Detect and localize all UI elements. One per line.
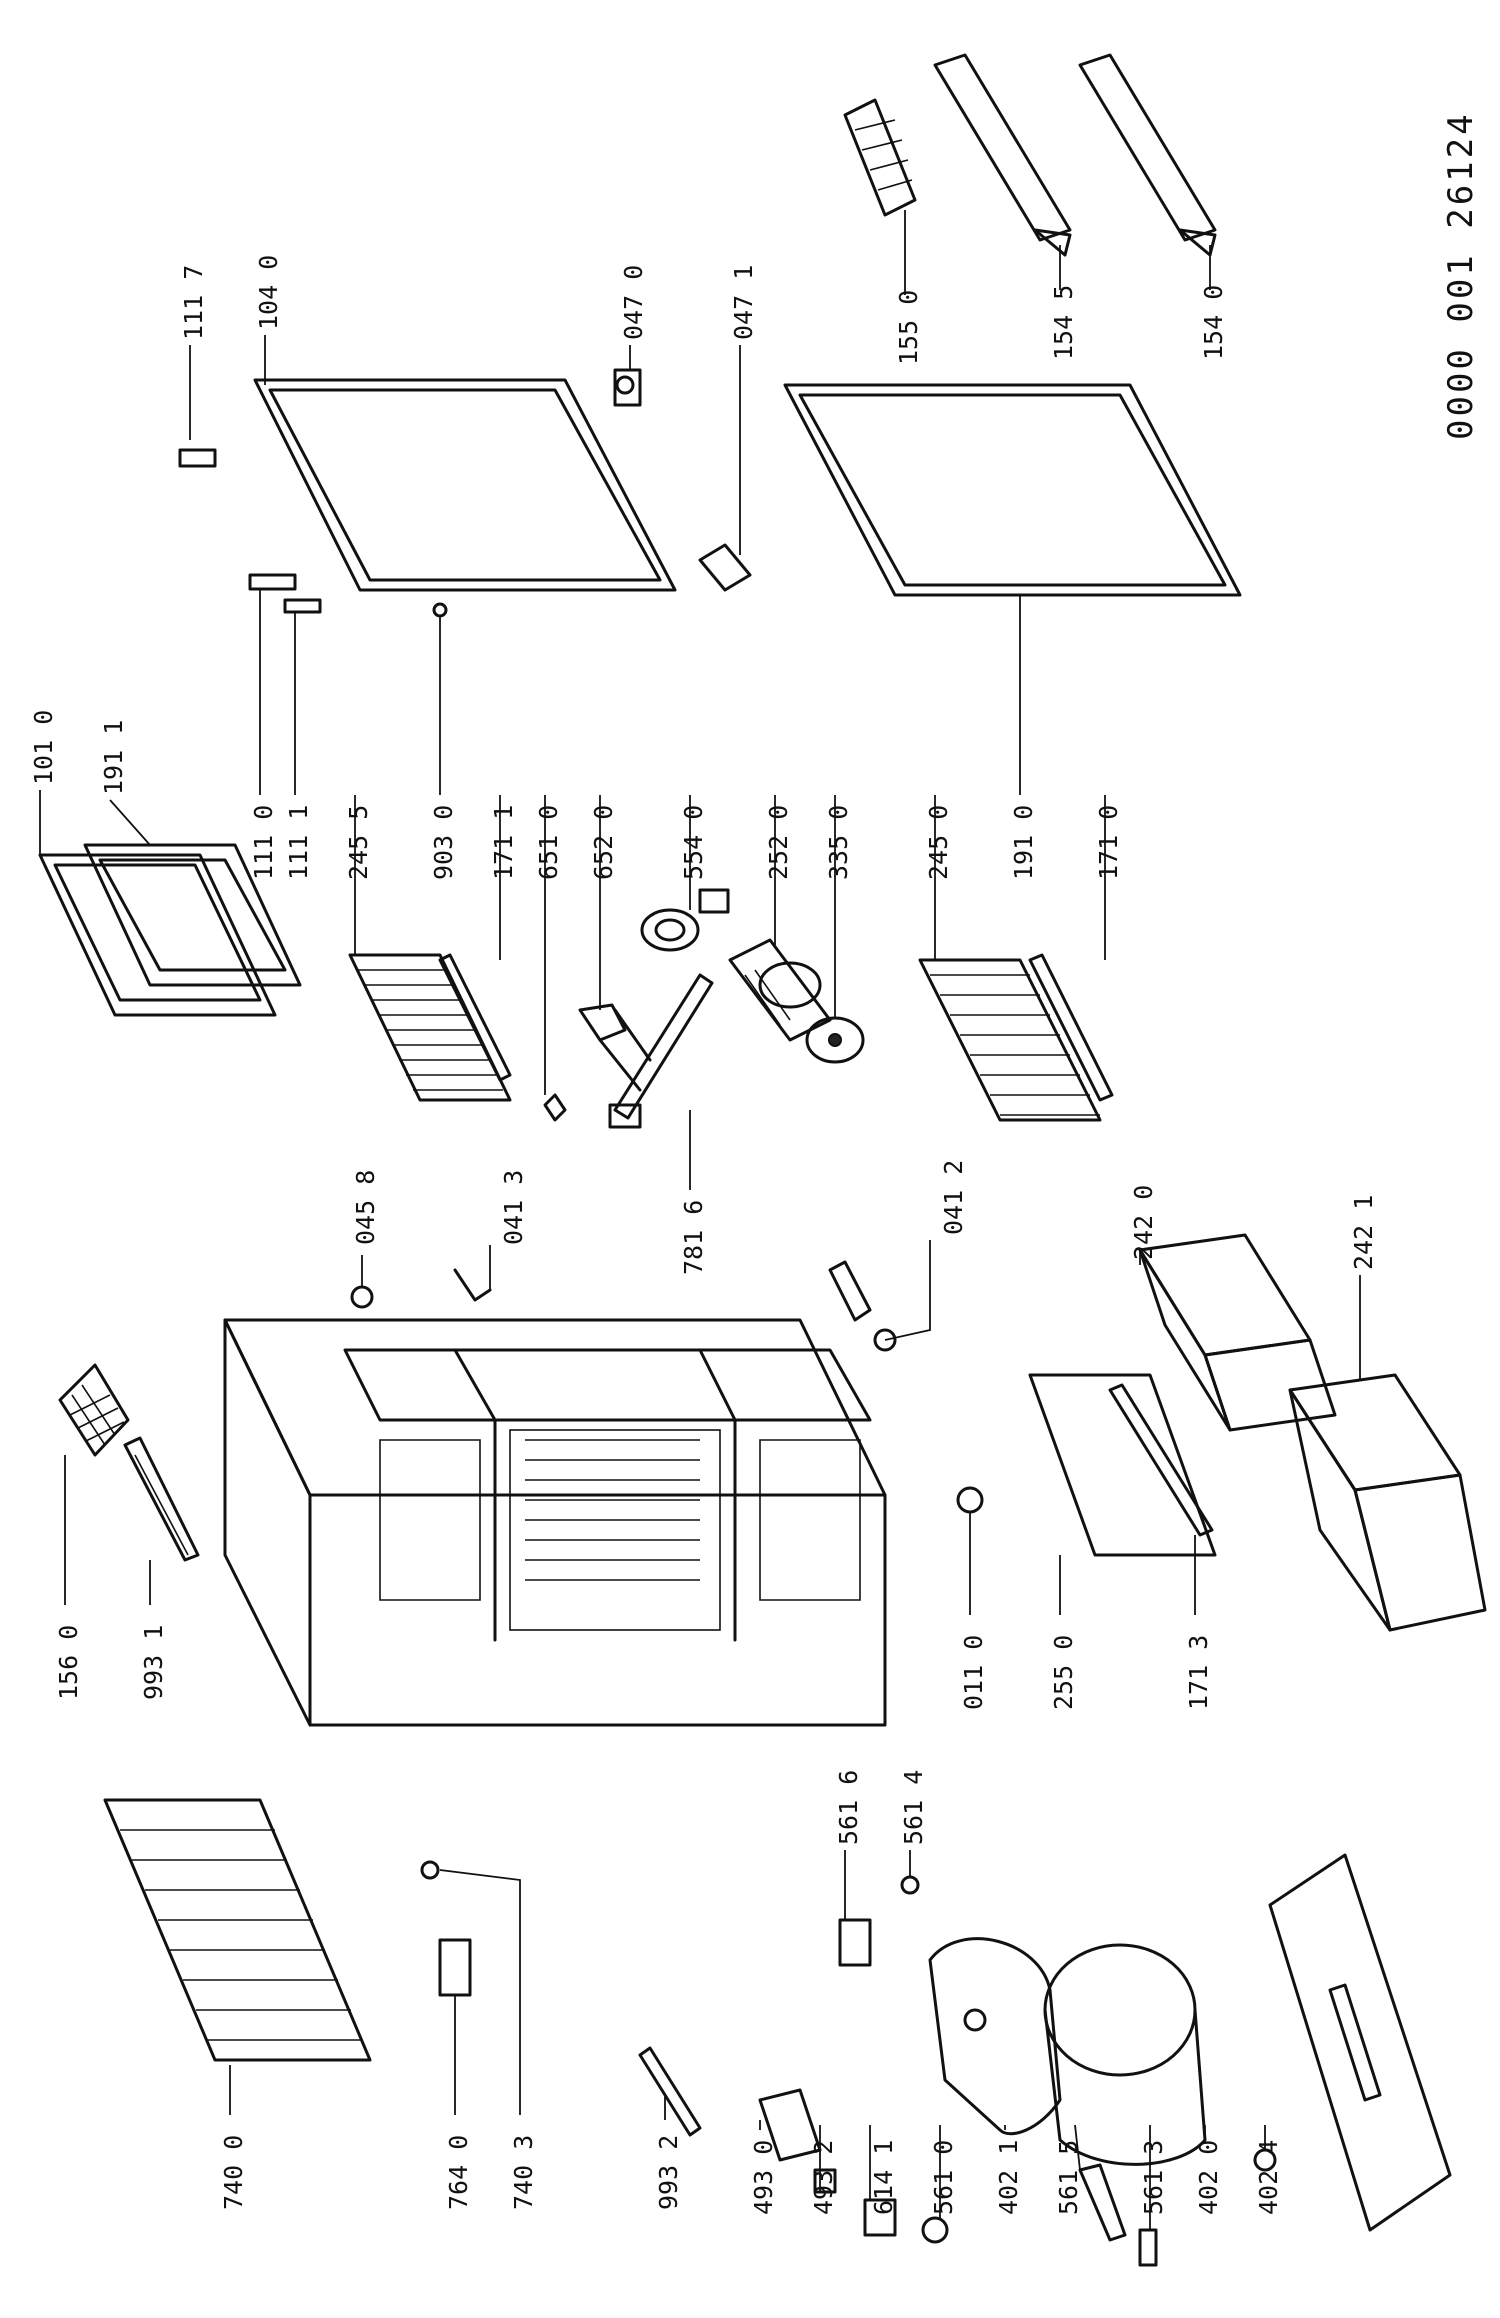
label-104-0: 104 0: [254, 255, 283, 330]
glass-shelf-strip: [1108, 1383, 1214, 1537]
leader-lines: [39, 210, 1361, 2230]
terminal-parts: [838, 1875, 920, 1967]
main-door: [783, 383, 1242, 597]
wire-shelf-upper: [348, 953, 512, 1102]
label-111-0: 111 0: [249, 805, 278, 880]
compressor-cover: [928, 1937, 1062, 2136]
fan-wheel: [805, 1016, 865, 1064]
label-614-1: 614 1: [869, 2140, 898, 2215]
label-993-2: 993 2: [654, 2135, 683, 2210]
label-561-0: 561 0: [929, 2140, 958, 2215]
label-764-0: 764 0: [444, 2135, 473, 2210]
label-652-0: 652 0: [589, 805, 618, 880]
foot: [956, 1486, 984, 1514]
thermostat-assembly: [543, 1003, 652, 1122]
label-154-5: 154 5: [1049, 285, 1078, 360]
mounting-clips: [1078, 2163, 1158, 2267]
label-171-3: 171 3: [1184, 1635, 1213, 1710]
label-041-3: 041 3: [499, 1170, 528, 1245]
label-402-0: 402 0: [1194, 2140, 1223, 2215]
label-171-0: 171 0: [1094, 805, 1123, 880]
label-245-0: 245 0: [924, 805, 953, 880]
wire-shelf-lower: [918, 958, 1102, 1122]
label-047-1: 047 1: [729, 265, 758, 340]
label-781-6: 781 6: [679, 1200, 708, 1275]
label-242-0: 242 0: [1129, 1185, 1158, 1260]
crisper-drawer-lower: [1288, 1373, 1487, 1632]
freezer-door: [38, 843, 302, 1017]
label-045-8: 045 8: [351, 1170, 380, 1245]
base-plate: [1268, 1853, 1452, 2232]
air-duct: [608, 973, 714, 1129]
part-903-0: [432, 602, 448, 618]
label-245-5: 245 5: [344, 805, 373, 880]
fan-housing: [728, 938, 832, 1042]
door-shelf-upper: [933, 53, 1072, 257]
label-651-0: 651 0: [534, 805, 563, 880]
hinge-lower: [698, 543, 752, 592]
compressor: [1043, 1943, 1207, 2166]
label-554-0: 554 0: [679, 805, 708, 880]
crisper-drawer-upper: [1138, 1233, 1337, 1432]
document-number: 0000 001 26124: [1441, 111, 1481, 440]
glass-shelf: [1028, 1373, 1217, 1557]
label-561-3: 561 3: [1139, 2140, 1168, 2215]
ice-tray: [58, 1363, 130, 1457]
door-shelf-lower: [1078, 53, 1217, 257]
label-154-0: 154 0: [1199, 285, 1228, 360]
label-171-1: 171 1: [489, 805, 518, 880]
label-255-0: 255 0: [1049, 1635, 1078, 1710]
part-111-7: [178, 448, 217, 468]
filter-dryer: [420, 1860, 472, 1997]
cabinet-hinges: [350, 1260, 897, 1352]
label-402-4: 402 4: [1254, 2140, 1283, 2215]
label-903-0: 903 0: [429, 805, 458, 880]
part-993-2: [638, 2046, 702, 2137]
label-740-0: 740 0: [219, 2135, 248, 2210]
label-402-1: 402 1: [994, 2140, 1023, 2215]
label-561-4: 561 4: [899, 1770, 928, 1845]
shelf-strip-upper: [438, 953, 512, 1082]
cabinet-body: [223, 1318, 887, 1727]
egg-tray: [843, 98, 917, 217]
label-252-0: 252 0: [764, 805, 793, 880]
label-191-1: 191 1: [99, 720, 128, 795]
label-111-7: 111 7: [179, 265, 208, 340]
part-labels: 111 7 104 0 047 0 047 1 155 0 154 5 154 …: [29, 111, 1481, 2215]
relay-group: [758, 2088, 949, 2244]
condenser: [103, 1798, 372, 2062]
door-handle: [248, 573, 322, 614]
label-155-0: 155 0: [894, 290, 923, 365]
label-740-3: 740 3: [509, 2135, 538, 2210]
label-561-6: 561 6: [834, 1770, 863, 1845]
label-242-1: 242 1: [1349, 1195, 1378, 1270]
label-101-0: 101 0: [29, 710, 58, 785]
fan-motor: [640, 888, 730, 952]
label-493-2: 493 2: [809, 2140, 838, 2215]
label-011-0: 011 0: [959, 1635, 988, 1710]
label-047-0: 047 0: [619, 265, 648, 340]
label-111-1: 111 1: [284, 805, 313, 880]
freezer-outer-door: [253, 378, 677, 592]
hinge-upper: [613, 368, 642, 407]
part-993-1: [123, 1436, 200, 1562]
label-561-5: 561 5: [1054, 2140, 1083, 2215]
label-335-0: 335 0: [824, 805, 853, 880]
label-041-2: 041 2: [939, 1160, 968, 1235]
label-493-0: 493 0: [749, 2140, 778, 2215]
label-156-0: 156 0: [54, 1625, 83, 1700]
label-191-0: 191 0: [1009, 805, 1038, 880]
shelf-strip-lower: [1028, 953, 1114, 1102]
label-993-1: 993 1: [139, 1625, 168, 1700]
